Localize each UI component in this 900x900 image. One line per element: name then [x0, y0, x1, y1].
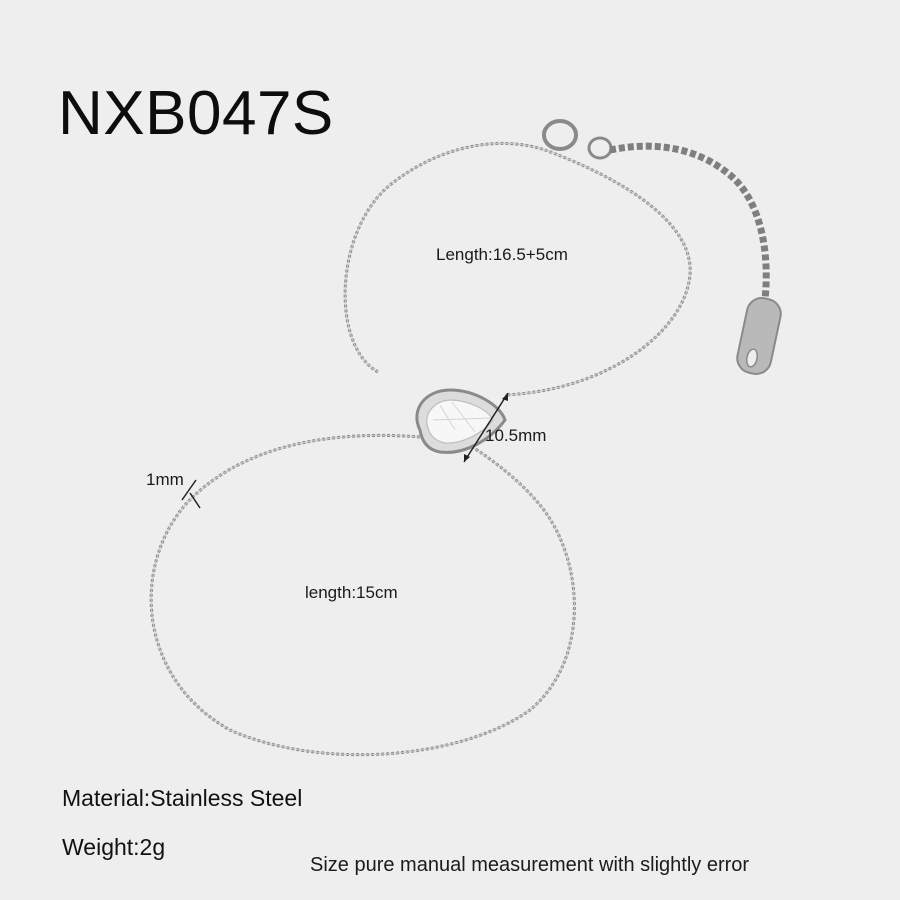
teardrop-pendant	[415, 388, 507, 454]
material-label: Material:Stainless Steel	[62, 785, 303, 811]
lobster-clasp	[542, 119, 613, 160]
product-sku: NXB047S	[58, 79, 334, 148]
upper-length-label: Length:16.5+5cm	[436, 245, 568, 264]
thickness-measure-line	[181, 479, 201, 509]
pendant-measure-line	[463, 392, 509, 463]
lower-length-label: length:15cm	[305, 583, 398, 602]
logo-tag	[736, 297, 782, 375]
thickness-label: 1mm	[146, 470, 184, 489]
extension-chain	[609, 142, 770, 301]
measurement-note: Size pure manual measurement with slight…	[310, 854, 750, 876]
upper-chain	[343, 141, 692, 397]
pendant-size-label: 10.5mm	[485, 426, 547, 445]
weight-label: Weight:2g	[62, 834, 166, 860]
